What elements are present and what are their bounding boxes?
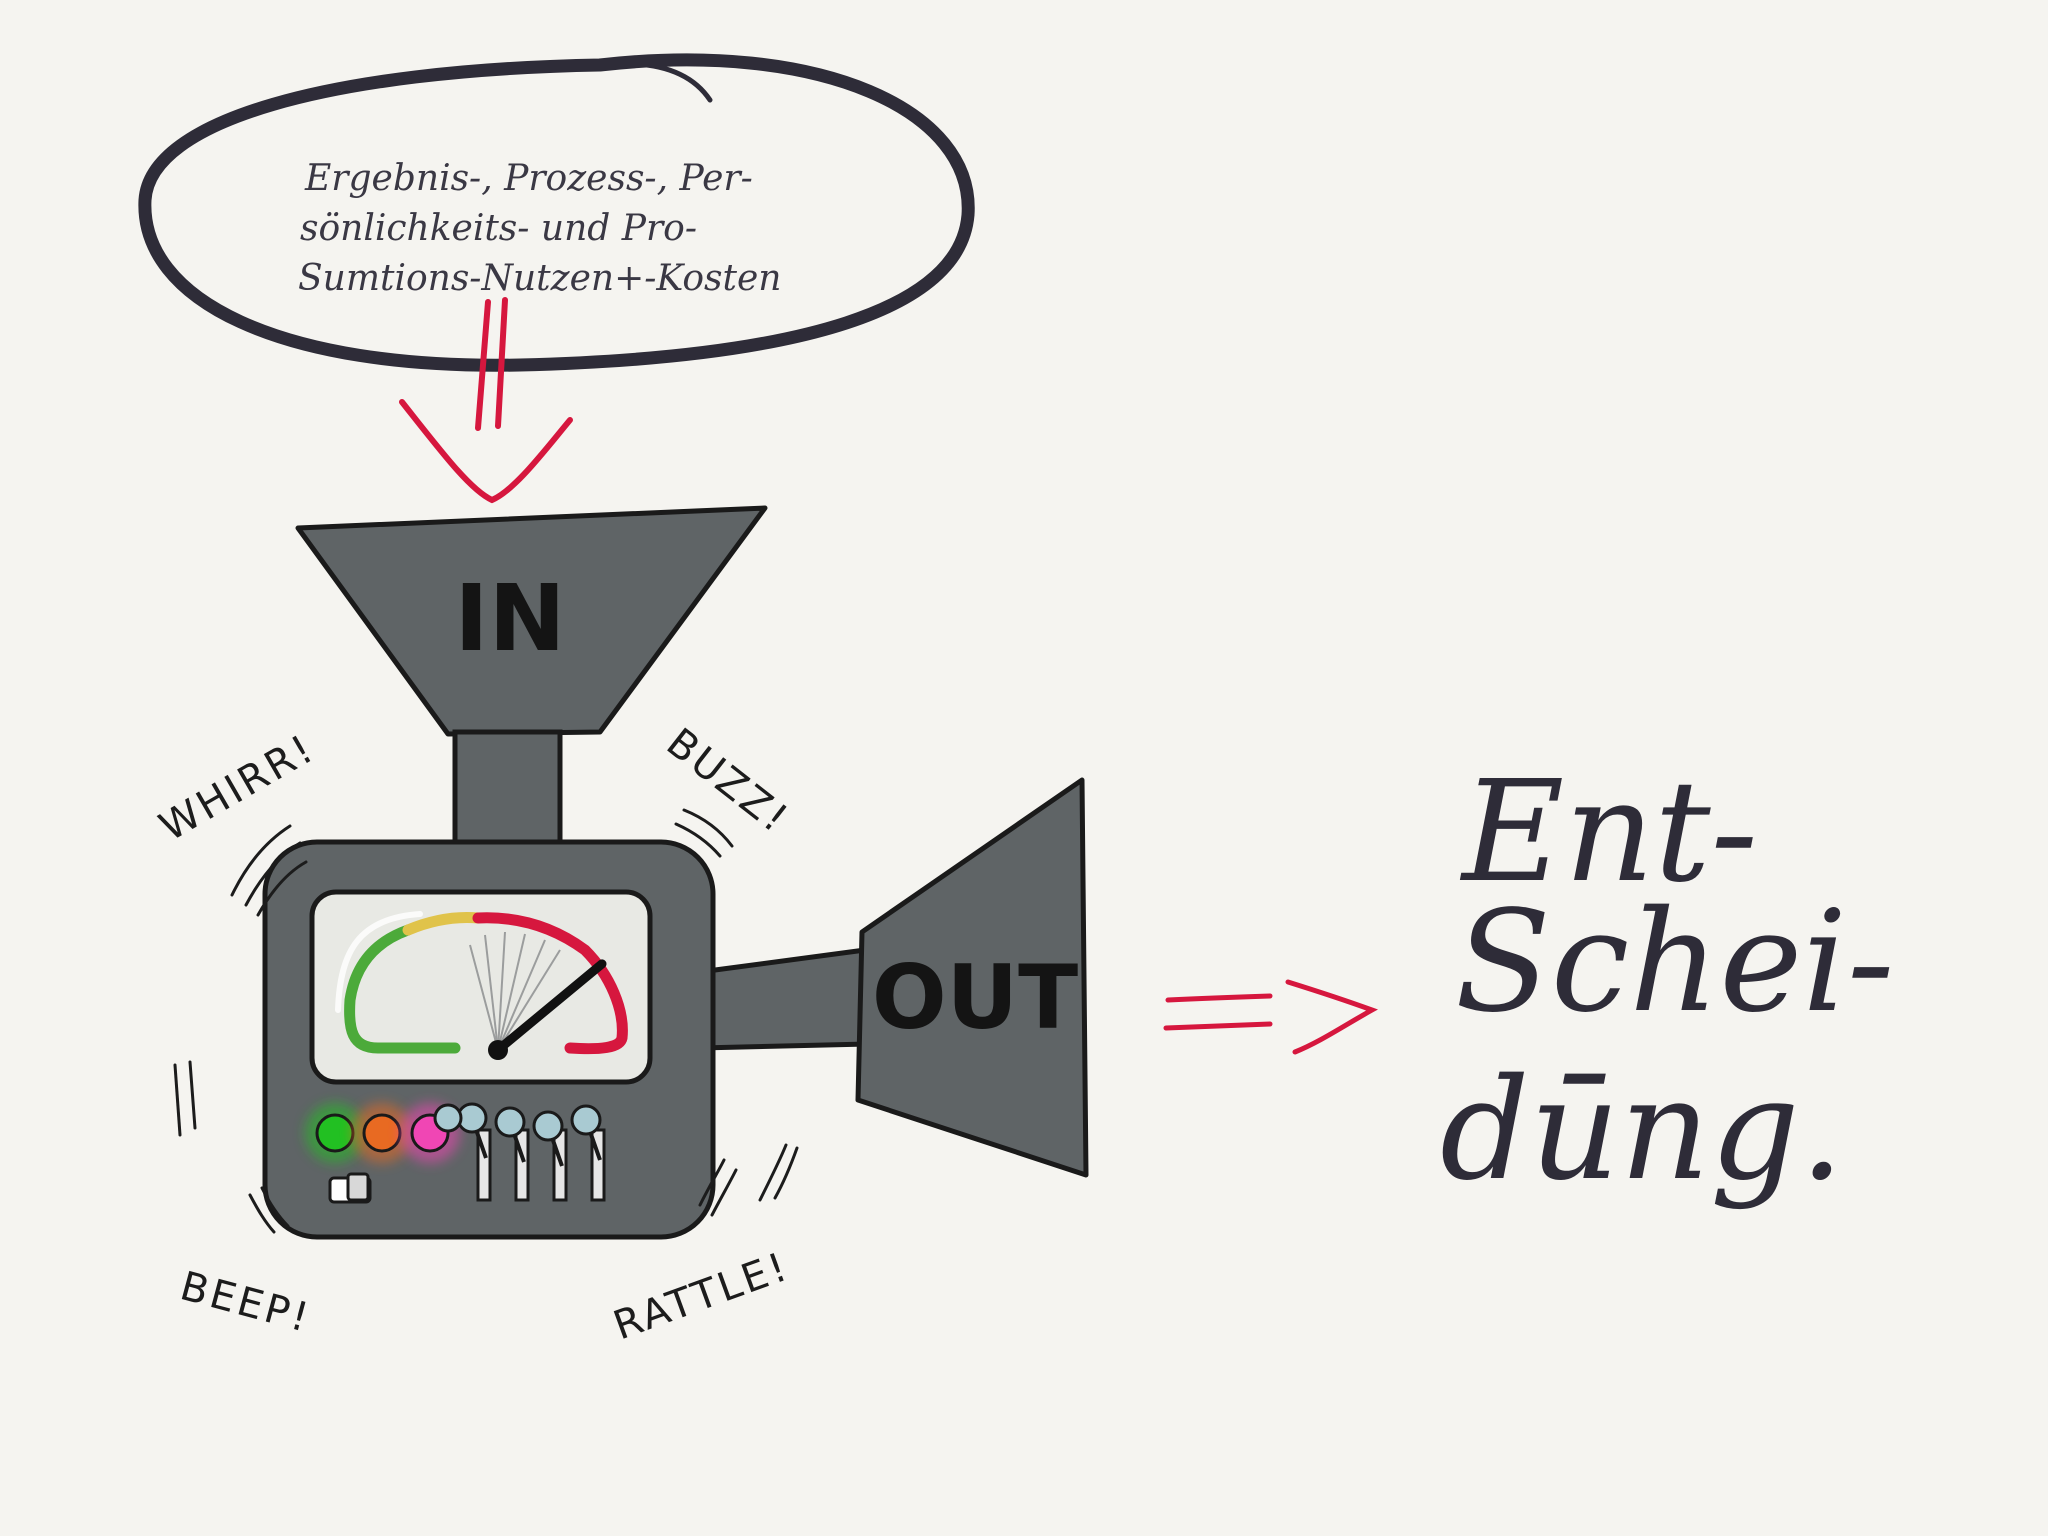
input-funnel — [295, 505, 768, 737]
result-word: Ent- Schei- dūng. — [1440, 751, 1939, 1212]
sound-beep: BEEP! — [175, 1263, 316, 1342]
vibration-marks — [173, 808, 799, 1234]
gauge — [344, 912, 628, 1055]
sound-rattle: RATTLE! — [608, 1244, 796, 1350]
machine-neck — [452, 729, 563, 851]
slider-knob — [494, 1106, 526, 1138]
slider-knob — [433, 1103, 463, 1133]
gauge-red-zone — [472, 912, 628, 1055]
output-pipe — [697, 947, 871, 1051]
output-arrow — [1163, 979, 1379, 1055]
result-line-2: Schei- — [1455, 881, 1894, 1044]
bubble-line-1: Ergebnis-, Prozess-, Per- — [304, 158, 753, 199]
toggle-switch — [328, 1172, 372, 1204]
out-label: OUT — [872, 946, 1078, 1049]
slider-bank — [433, 1102, 606, 1202]
bubble-line-2: sönlichkeits- und Pro- — [300, 208, 697, 249]
gauge-needle — [493, 959, 607, 1055]
gauge-pivot — [488, 1040, 508, 1060]
output-funnel — [855, 777, 1089, 1178]
in-label: IN — [454, 565, 565, 672]
bubble-line-3: Sumtions-Nutzen+-Kosten — [298, 258, 781, 299]
indicator-light-orange — [362, 1113, 402, 1153]
bubble-text: Ergebnis-, Prozess-, Per- sönlichkeits- … — [298, 158, 781, 299]
slider-knob — [570, 1104, 602, 1136]
indicator-light-green — [315, 1113, 355, 1153]
bubble-outline — [138, 53, 975, 372]
input-bubble: Ergebnis-, Prozess-, Per- sönlichkeits- … — [138, 53, 975, 372]
input-arrow — [399, 297, 573, 504]
gauge-needle-blur — [469, 931, 561, 1051]
indicator-lights — [305, 1103, 460, 1163]
decision-machine: IN OUT — [262, 505, 1089, 1240]
screen-shine — [335, 911, 423, 1013]
result-line-1: Ent- — [1459, 751, 1758, 914]
sound-whirr: WHIRR! — [152, 725, 323, 850]
slider-knob — [532, 1110, 564, 1142]
gauge-green-zone — [344, 924, 461, 1054]
gauge-yellow-zone — [402, 912, 484, 936]
svg-text:Ent- Schei- dūng.: Ent- Schei- dūng. — [1440, 751, 1939, 1212]
bubble-tail-stroke — [587, 61, 713, 103]
result-line-3: dūng. — [1440, 1049, 1844, 1212]
